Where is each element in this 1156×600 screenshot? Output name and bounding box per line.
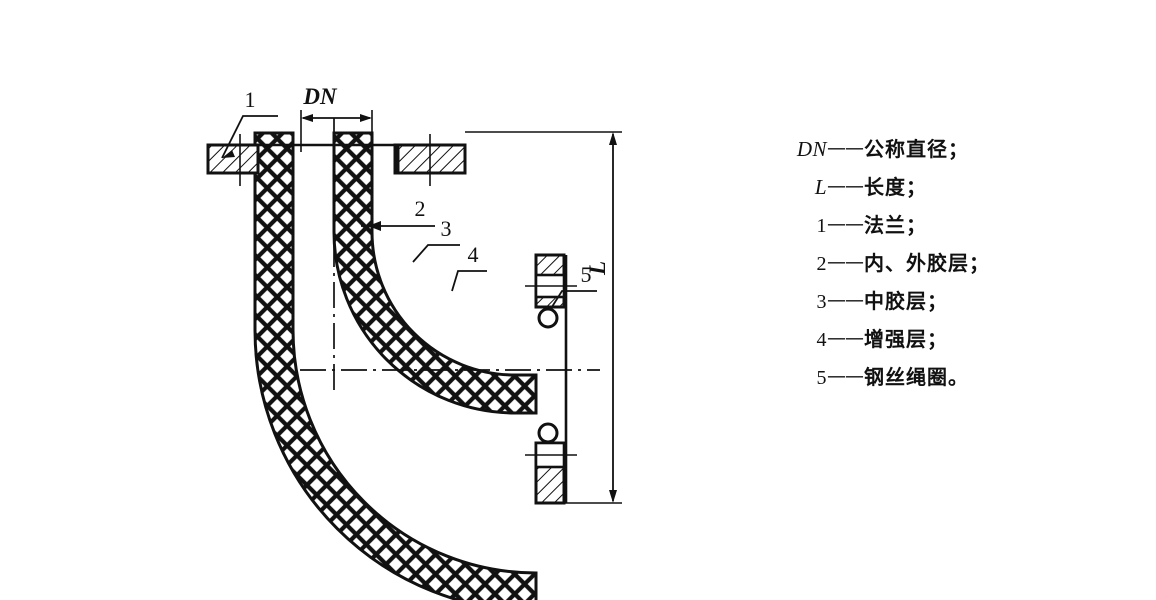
- outlet-upper-flange: [525, 253, 577, 309]
- legend-text: 中胶层；: [864, 289, 948, 313]
- inner-wall-hatched: [332, 131, 538, 415]
- legend-item-5: 5——钢丝绳圈。: [735, 361, 1035, 399]
- legend-symbol: 3: [816, 291, 827, 313]
- callout-2: 2: [361, 196, 435, 231]
- outlet-lower-flange: [525, 441, 577, 505]
- outer-wall-hatched: [253, 131, 538, 600]
- legend-symbol: 1: [816, 215, 827, 237]
- centerlines: [300, 118, 600, 392]
- elbow-cross-section-drawing: DN L 1 2: [206, 84, 622, 600]
- legend-text: 钢丝绳圈。: [864, 365, 969, 389]
- callout-1-label: 1: [245, 87, 256, 112]
- l-dimension-label: L: [585, 261, 610, 276]
- legend-dash: ——: [827, 289, 864, 311]
- callout-5-label: 5: [581, 262, 592, 287]
- callout-5: 5: [549, 262, 597, 311]
- legend: DN——公称直径； L——长度； 1——法兰； 2——内、外胶层； 3——中胶层…: [735, 133, 1035, 399]
- legend-item-l: L——长度；: [735, 171, 1035, 209]
- legend-dash: ——: [827, 327, 864, 349]
- legend-text: 公称直径；: [864, 137, 969, 161]
- legend-dash: ——: [827, 213, 864, 235]
- callout-3: 3: [412, 216, 460, 263]
- legend-symbol: DN: [796, 137, 827, 161]
- legend-dash: ——: [827, 251, 864, 273]
- legend-item-1: 1——法兰；: [735, 209, 1035, 247]
- legend-text: 内、外胶层；: [864, 251, 990, 275]
- callout-4: 4: [451, 242, 487, 292]
- legend-dash: ——: [827, 365, 864, 387]
- legend-dash: ——: [827, 137, 864, 159]
- legend-item-2: 2——内、外胶层；: [735, 247, 1035, 285]
- callout-3-label: 3: [441, 216, 452, 241]
- callout-1: 1: [221, 87, 278, 159]
- legend-symbol: 4: [816, 329, 827, 351]
- legend-item-4: 4——增强层；: [735, 323, 1035, 361]
- legend-item-3: 3——中胶层；: [735, 285, 1035, 323]
- legend-symbol: 2: [816, 253, 827, 275]
- legend-text: 法兰；: [864, 213, 927, 237]
- callout-2-label: 2: [415, 196, 426, 221]
- legend-dash: ——: [827, 175, 864, 197]
- legend-text: 长度；: [864, 175, 927, 199]
- wire-rope-ring: [537, 307, 559, 444]
- top-right-flange: [393, 134, 467, 186]
- legend-symbol: L: [814, 175, 827, 199]
- dn-dimension: DN: [300, 84, 373, 152]
- elbow-body: [253, 131, 538, 600]
- legend-symbol: 5: [816, 367, 827, 389]
- dn-dimension-label: DN: [302, 84, 338, 109]
- callout-4-label: 4: [468, 242, 479, 267]
- legend-text: 增强层；: [864, 327, 948, 351]
- legend-item-dn: DN——公称直径；: [735, 133, 1035, 171]
- drawing-canvas: DN L 1 2: [206, 84, 622, 600]
- top-left-flange: [206, 134, 260, 186]
- l-dimension: L: [465, 131, 622, 504]
